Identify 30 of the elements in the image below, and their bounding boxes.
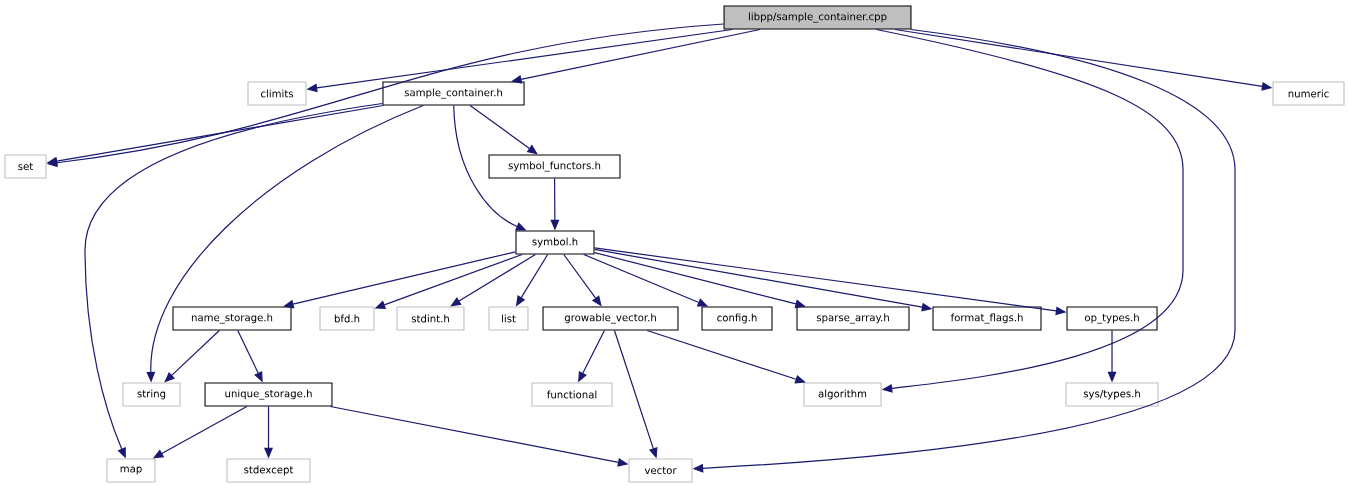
file-box: format_flags.h xyxy=(932,306,1042,331)
arrow xyxy=(469,104,538,155)
file-box: set xyxy=(4,154,47,179)
file-box: symbol.h xyxy=(515,230,595,255)
file-box: string xyxy=(122,382,181,407)
file-box: stdint.h xyxy=(396,306,465,331)
file-box: sparse_array.h xyxy=(796,306,910,331)
arrow xyxy=(511,28,761,84)
arrow xyxy=(593,252,806,309)
file-box: functional xyxy=(531,382,613,407)
file-box: growable_vector.h xyxy=(542,306,679,331)
file-box: op_types.h xyxy=(1066,306,1158,331)
file-box: numeric xyxy=(1272,81,1345,106)
file-box: unique_storage.h xyxy=(204,382,333,407)
file-box: config.h xyxy=(701,306,773,331)
file-box: vector xyxy=(628,458,693,483)
arrow xyxy=(875,28,1184,393)
file-box: stdexcept xyxy=(226,458,311,483)
file-box: sys/types.h xyxy=(1065,382,1159,407)
file-box: list xyxy=(488,306,529,331)
file-box: libpp/sample_container.cpp xyxy=(723,5,912,30)
arrow xyxy=(283,251,517,309)
file-box: map xyxy=(106,458,156,483)
file-box: sample_container.h xyxy=(382,81,525,106)
file-box: algorithm xyxy=(803,382,882,407)
file-box: symbol_functors.h xyxy=(488,154,621,179)
file-box: bfd.h xyxy=(319,306,375,331)
file-box: name_storage.h xyxy=(172,306,292,331)
arrow xyxy=(450,253,536,307)
file-box: climits xyxy=(247,81,307,106)
